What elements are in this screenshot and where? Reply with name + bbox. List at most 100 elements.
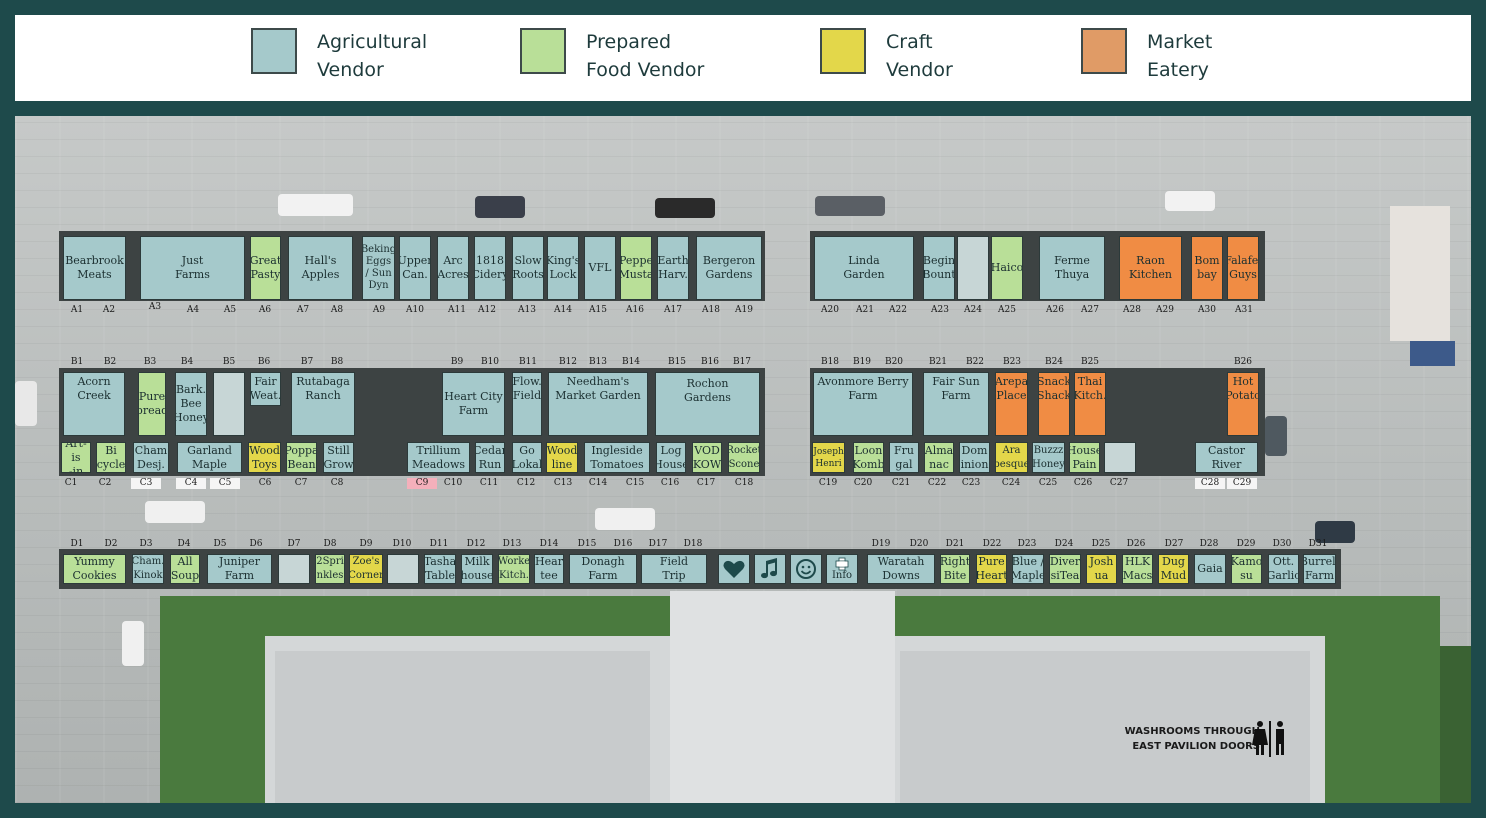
slot-label-c12: C12 (516, 478, 536, 488)
stall[interactable]: Bearbrook Meats (63, 236, 126, 300)
stall[interactable]: Art-is -in (61, 442, 91, 473)
stall[interactable]: 2Spri nkles (315, 554, 345, 584)
stall[interactable]: Earth Harv. (657, 236, 689, 300)
stall[interactable]: Waratah Downs (867, 554, 935, 584)
stall[interactable]: Falafel Guys (1227, 236, 1259, 300)
stall[interactable]: Bergeron Gardens (696, 236, 762, 300)
stall[interactable]: Zoe's Corner (349, 554, 383, 584)
stall[interactable]: Arc Acres (437, 236, 469, 300)
slot-label-d22: D22 (982, 539, 1002, 549)
stall[interactable]: Kamo su (1231, 554, 1262, 584)
stall[interactable]: Castor River (1195, 442, 1258, 473)
stall[interactable]: Haico (991, 236, 1023, 300)
slot-label-c10: C10 (443, 478, 463, 488)
pavilion-tower (670, 591, 895, 803)
stall[interactable]: Bi cycle (96, 442, 126, 473)
stall[interactable]: Hall's Apples (288, 236, 353, 300)
stall[interactable]: Trillium Meadows (407, 442, 470, 473)
stall[interactable]: Rutabaga Ranch (291, 372, 355, 436)
stall[interactable]: 1818 Cidery (474, 236, 506, 300)
stall-empty[interactable] (957, 236, 989, 300)
stall-empty[interactable] (213, 372, 245, 436)
stall[interactable]: Josh ua (1086, 554, 1117, 584)
stall[interactable]: Joseph Henri (812, 442, 845, 473)
stall[interactable]: Still Grow (323, 442, 354, 473)
stall[interactable]: Yummy Cookies (63, 554, 126, 584)
stall-empty[interactable] (387, 554, 419, 584)
stall[interactable]: Fair Weat. (250, 372, 281, 406)
stall[interactable]: Juniper Farm (207, 554, 272, 584)
stall[interactable]: Arepa Place (995, 372, 1028, 436)
stall[interactable]: Raon Kitchen (1119, 236, 1182, 300)
stall[interactable]: Burrell Farm (1303, 554, 1336, 584)
stall[interactable]: Garland Maple (177, 442, 242, 473)
stall[interactable]: Linda Garden (814, 236, 914, 300)
stall[interactable]: VFL (584, 236, 616, 300)
stall[interactable]: Fair Sun Farm (923, 372, 989, 436)
stall[interactable]: Milk house (461, 554, 493, 584)
stall[interactable]: Fru gal (889, 442, 919, 473)
stall[interactable]: Acorn Creek (63, 372, 125, 436)
stall[interactable]: Dug Mud (1158, 554, 1189, 584)
stall[interactable]: Ferme Thuya (1039, 236, 1105, 300)
stall-empty[interactable] (278, 554, 310, 584)
stall[interactable]: Rochon Gardens (655, 372, 760, 436)
stall[interactable]: Slow Roots (512, 236, 544, 300)
stall[interactable]: Wood line (546, 442, 578, 473)
stall[interactable]: Buzzz Honey (1032, 442, 1065, 473)
stall[interactable]: Gaia (1194, 554, 1226, 584)
stall[interactable]: Pure Heart (976, 554, 1007, 584)
stall[interactable]: Ara besque (995, 442, 1028, 473)
stall[interactable]: All Soup (170, 554, 200, 584)
stall[interactable]: Beking Eggs / Sun Dyn (362, 236, 395, 300)
stall[interactable]: Worke Kitch. (498, 554, 530, 584)
slot-label-a8: A8 (330, 305, 344, 315)
stall[interactable]: Bark. Bee Honey (175, 372, 207, 436)
stall[interactable]: Great Pasty (250, 236, 281, 300)
stall[interactable]: Hot Potato (1227, 372, 1259, 436)
stall[interactable]: Right Bite (940, 554, 970, 584)
stall[interactable]: Tasha Table (424, 554, 456, 584)
stall[interactable]: Cham Desj. (133, 442, 169, 473)
stall[interactable]: Blue / Maple (1012, 554, 1044, 584)
parked-vehicle (145, 501, 205, 523)
stall[interactable]: VOD KOW (692, 442, 722, 473)
stall[interactable]: HLK Macs (1122, 554, 1153, 584)
stall[interactable]: Dom inion (959, 442, 990, 473)
stall[interactable]: Upper Can. (399, 236, 431, 300)
stall[interactable]: Ingleside Tomatoes (584, 442, 650, 473)
stall[interactable]: Diver siTea (1049, 554, 1081, 584)
stall[interactable]: Alma nac (924, 442, 954, 473)
stall[interactable]: Donagh Farm (569, 554, 637, 584)
legend-swatch (1081, 28, 1127, 74)
stall[interactable]: King's Lock (547, 236, 579, 300)
stall[interactable]: Peppe Musta (620, 236, 652, 300)
stall[interactable]: Poppa Bean (286, 442, 317, 473)
stall-empty[interactable] (1104, 442, 1136, 473)
stall[interactable]: Heart City Farm (442, 372, 505, 436)
stall[interactable]: Thai Kitch. (1074, 372, 1106, 436)
stall[interactable]: Flow. Field (512, 372, 542, 436)
stall[interactable]: Wood Toys (248, 442, 281, 473)
stall[interactable]: Log House (656, 442, 686, 473)
stall[interactable]: Needham's Market Garden (548, 372, 648, 436)
slot-label-b14: B14 (621, 357, 641, 367)
stall[interactable]: Hear tee (534, 554, 564, 584)
stall[interactable]: Loon Komb (853, 442, 884, 473)
stall[interactable]: Go Lokal (512, 442, 542, 473)
stall[interactable]: Pure bread (138, 372, 166, 436)
stall[interactable]: Snack Shack (1038, 372, 1070, 436)
stall[interactable]: Just Farms (140, 236, 245, 300)
stall[interactable]: Cham. Kinok (132, 554, 164, 584)
stall[interactable]: Rocket Scone (728, 442, 760, 473)
stall[interactable]: Ott. Garlic (1268, 554, 1299, 584)
stall[interactable]: Bom bay (1191, 236, 1223, 300)
stall[interactable]: Cedar Run (475, 442, 505, 473)
stall[interactable]: House Pain (1069, 442, 1100, 473)
stall[interactable]: Begin Bount (923, 236, 955, 300)
stall[interactable]: Field Trip (641, 554, 707, 584)
stall[interactable]: Avonmore Berry Farm (813, 372, 913, 436)
